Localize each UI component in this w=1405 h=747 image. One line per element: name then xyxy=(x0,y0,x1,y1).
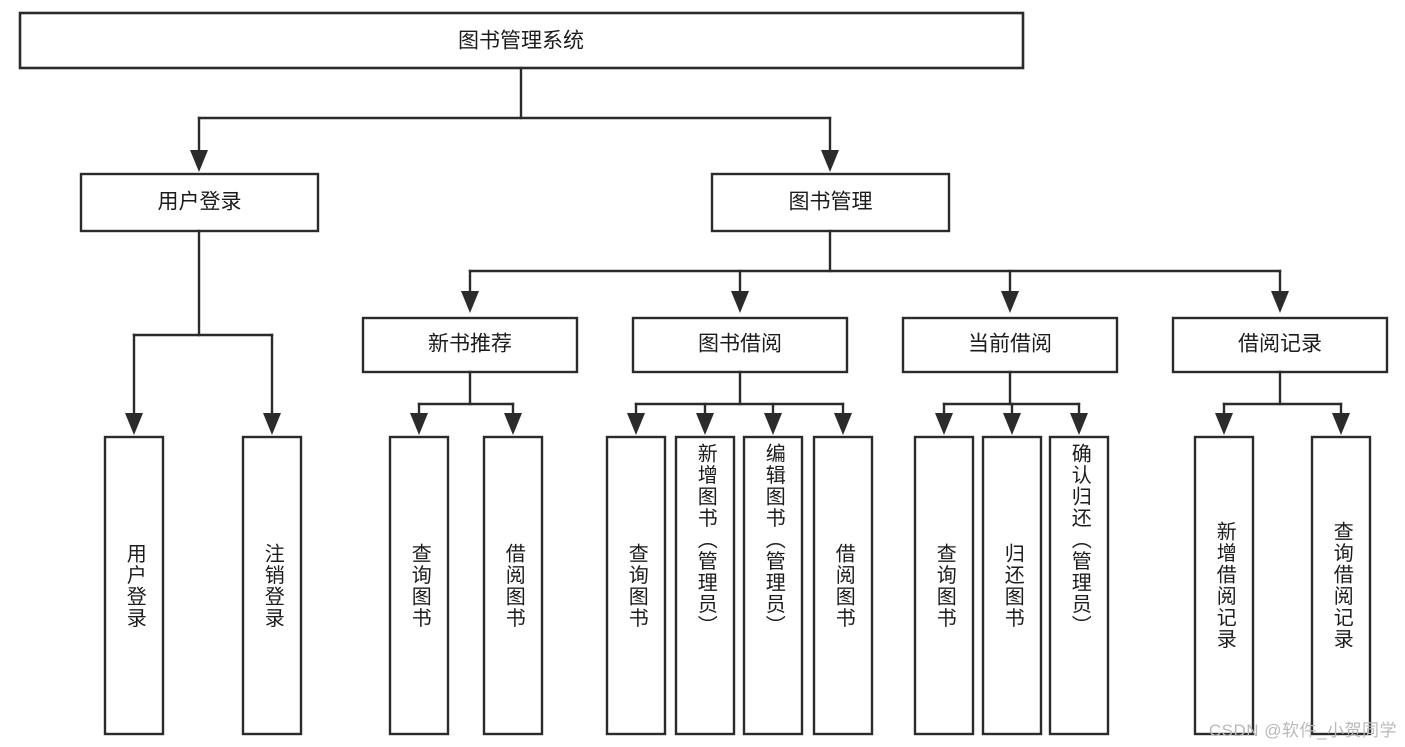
node-current-borrow[interactable]: 当前借阅 xyxy=(901,316,1119,374)
leaf-boxes xyxy=(103,435,1372,736)
current-borrow-label: 当前借阅 xyxy=(968,333,1052,356)
node-borrow-record[interactable]: 借阅记录 xyxy=(1171,316,1389,374)
node-book-manage[interactable]: 图书管理 xyxy=(710,172,951,233)
book-borrow-label: 图书借阅 xyxy=(698,333,782,356)
arrow-to-leaf-user-login xyxy=(125,413,143,435)
connector-book-borrow-to-leaves xyxy=(627,370,852,435)
node-new-book-recommend[interactable]: 新书推荐 xyxy=(361,316,579,374)
connector-current-borrow-to-leaves xyxy=(935,370,1088,435)
arrow-to-leaf-query-book-1 xyxy=(410,413,428,435)
connector-new-book-recommend-to-leaves xyxy=(410,370,522,435)
csdn-watermark: CSDN @软件_小贺同学 xyxy=(1208,721,1397,740)
arrow-to-borrow-record xyxy=(1271,291,1289,313)
arrow-to-new-book-recommend xyxy=(461,291,479,313)
user-login-label: 用户登录 xyxy=(158,191,242,214)
arrow-to-user-login xyxy=(190,150,208,172)
arrow-to-leaf-edit-book xyxy=(764,413,782,435)
borrow-record-label: 借阅记录 xyxy=(1238,333,1322,356)
arrow-to-leaf-borrow-book-1 xyxy=(504,413,522,435)
book-manage-label: 图书管理 xyxy=(789,191,873,214)
new-book-recommend-box[interactable] xyxy=(361,316,579,374)
node-book-borrow[interactable]: 图书借阅 xyxy=(631,316,849,374)
connector-borrow-record-to-leaves xyxy=(1215,370,1350,435)
arrow-to-leaf-add-book xyxy=(696,413,714,435)
arrow-to-book-manage xyxy=(821,150,839,172)
arrow-to-leaf-logout-login xyxy=(263,413,281,435)
arrow-to-leaf-query-record xyxy=(1332,413,1350,435)
node-user-login[interactable]: 用户登录 xyxy=(79,172,320,233)
leaf-borrow-book-2-box[interactable] xyxy=(812,435,874,736)
leaf-user-login-box[interactable] xyxy=(103,435,165,736)
root-label: 图书管理系统 xyxy=(458,30,584,53)
node-root[interactable]: 图书管理系统 xyxy=(18,11,1025,70)
leaf-query-book-1-box[interactable] xyxy=(388,435,450,736)
leaf-query-record-box[interactable] xyxy=(1310,435,1372,736)
leaf-add-book-box[interactable] xyxy=(674,435,736,736)
user-login-box[interactable] xyxy=(79,172,320,233)
new-book-recommend-label: 新书推荐 xyxy=(428,333,512,356)
leaf-borrow-book-1-box[interactable] xyxy=(482,435,544,736)
arrow-to-leaf-confirm-return xyxy=(1070,413,1088,435)
arrow-to-current-borrow xyxy=(1001,291,1019,313)
leaf-query-book-3-box[interactable] xyxy=(913,435,975,736)
leaf-edit-book-box[interactable] xyxy=(742,435,804,736)
arrow-to-leaf-borrow-book-2 xyxy=(834,413,852,435)
connector-user-login-to-leaves xyxy=(125,229,281,435)
leaf-logout-login-box[interactable] xyxy=(241,435,303,736)
current-borrow-box[interactable] xyxy=(901,316,1119,374)
arrow-to-leaf-query-book-2 xyxy=(627,413,645,435)
leaf-return-book-box[interactable] xyxy=(981,435,1043,736)
arrow-to-leaf-return-book xyxy=(1003,413,1021,435)
arrow-to-leaf-add-record xyxy=(1215,413,1233,435)
root-box[interactable] xyxy=(18,11,1025,70)
arrow-to-book-borrow xyxy=(731,291,749,313)
leaf-query-book-2-box[interactable] xyxy=(605,435,667,736)
connector-root-to-level2 xyxy=(190,66,839,172)
arrow-to-leaf-query-book-3 xyxy=(935,413,953,435)
connector-book-manage-to-level3 xyxy=(461,229,1289,313)
leaf-add-record-box[interactable] xyxy=(1193,435,1255,736)
leaf-confirm-return-box[interactable] xyxy=(1048,435,1110,736)
